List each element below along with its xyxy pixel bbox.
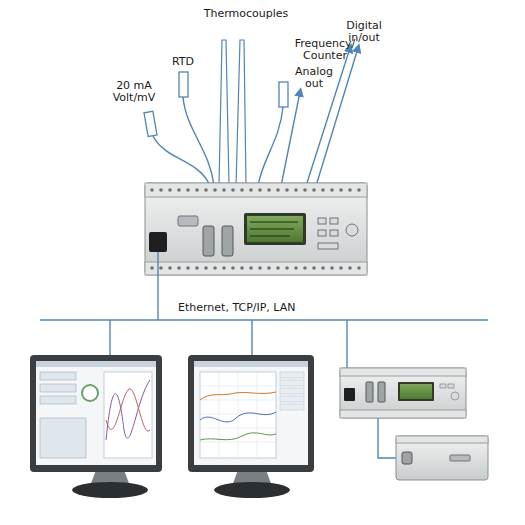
trend-line xyxy=(200,392,276,400)
display-bezel xyxy=(398,382,434,401)
chart-area xyxy=(104,372,152,458)
data-logger xyxy=(145,183,367,275)
lcd-lines xyxy=(250,222,298,236)
terminal-screws xyxy=(150,188,361,270)
trend-line xyxy=(200,433,276,440)
volt-wire xyxy=(153,136,210,186)
gauge xyxy=(82,385,98,401)
lcd-display xyxy=(247,216,303,242)
window-bar xyxy=(194,361,308,367)
signal-label: 20 mA Volt/mV xyxy=(108,80,160,104)
data-logger xyxy=(340,368,466,418)
terminal-strip xyxy=(145,183,367,197)
frequency-wire xyxy=(258,107,283,186)
rtd-sensor xyxy=(179,72,188,97)
signal-label: Digital in/out xyxy=(338,20,390,44)
terminal-strip xyxy=(340,410,466,418)
signal-label: Thermocouples xyxy=(196,8,296,20)
logger-case xyxy=(340,368,466,418)
keypad xyxy=(318,218,358,249)
monitor-frame xyxy=(30,355,162,472)
power-connector xyxy=(149,232,167,252)
monitor xyxy=(188,355,314,498)
power-connector xyxy=(344,388,355,401)
thermocouple-probe xyxy=(219,40,229,186)
chart-grid xyxy=(200,372,276,458)
serial-port xyxy=(378,382,385,402)
monitor-base xyxy=(214,482,290,498)
led-panel xyxy=(178,216,198,226)
module-led xyxy=(450,455,470,461)
monitor-frame xyxy=(188,355,314,472)
channel-list xyxy=(280,372,304,410)
terminal-strip xyxy=(145,262,367,275)
expansion-module xyxy=(396,436,488,480)
network-bus xyxy=(40,319,488,320)
monitor xyxy=(30,355,162,498)
rtd-wire xyxy=(183,97,214,186)
lcd-display xyxy=(400,384,432,399)
network-label: Ethernet, TCP/IP, LAN xyxy=(178,302,378,314)
display-bezel xyxy=(244,213,306,245)
volt-sensor xyxy=(144,111,157,136)
serial-port xyxy=(203,226,214,256)
trend-line xyxy=(200,412,276,422)
serial-port xyxy=(222,226,233,256)
chart-area xyxy=(200,372,276,458)
monitor-screen xyxy=(194,361,308,465)
monitor-base xyxy=(72,482,148,498)
module-port xyxy=(402,452,412,464)
window-bar xyxy=(36,361,156,367)
module-case xyxy=(396,436,488,480)
signal-label: RTD xyxy=(168,56,198,68)
terminal-strip xyxy=(396,436,488,443)
terminal-strip xyxy=(340,368,466,376)
monitor-screen xyxy=(36,361,156,465)
trend-line xyxy=(106,380,150,440)
thermocouple-probe xyxy=(236,40,246,186)
frequency-sensor xyxy=(279,82,288,107)
logger-case xyxy=(145,183,367,275)
panel-widgets xyxy=(40,372,86,458)
keypad xyxy=(440,384,459,400)
serial-port xyxy=(366,382,373,402)
trend-line xyxy=(106,389,150,431)
signal-label: Analog out xyxy=(292,66,336,90)
sensor-wire xyxy=(153,48,358,186)
